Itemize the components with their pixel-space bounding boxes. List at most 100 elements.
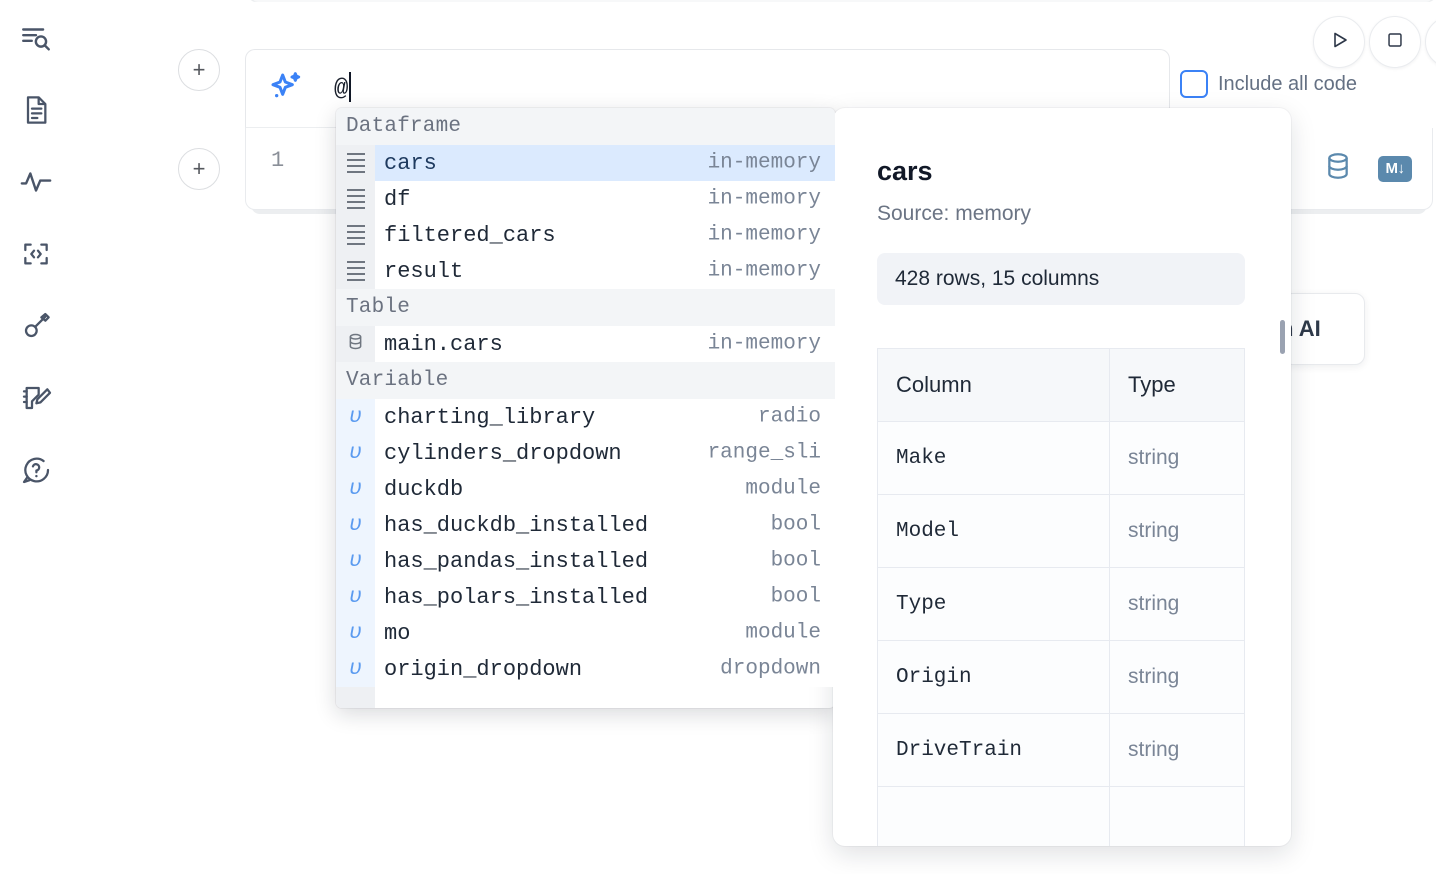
ai-prompt-value: @ [334,76,349,103]
preview-scrollbar-thumb[interactable] [1280,320,1285,354]
add-cell-button-top[interactable]: + [178,49,220,91]
autocomplete-item-type: module [745,477,821,501]
sidebar-item-file-explorer[interactable] [14,16,58,60]
autocomplete-item-type: in-memory [707,151,821,175]
preview-shape-badge: 428 rows, 15 columns [877,253,1245,305]
cell-column-name: Make [877,421,1110,495]
autocomplete-item-type: bool [770,513,821,537]
autocomplete-item-name: df [384,186,411,212]
include-all-code-row[interactable]: Include all code [1180,70,1357,98]
dataframe-icon [346,260,365,282]
autocomplete-item-name: result [384,258,464,284]
cell-column-name: Type [877,567,1110,641]
header-type: Type [1109,348,1245,422]
autocomplete-group-header: Dataframe [336,108,835,145]
sidebar-item-snippets[interactable] [14,232,58,276]
dataframe-icon [346,152,365,174]
autocomplete-group-header: Variable [336,362,835,399]
autocomplete-item-icon: υ [336,399,375,435]
autocomplete-item-name: duckdb [384,476,464,502]
autocomplete-item-type: in-memory [707,223,821,247]
run-cell-button[interactable] [1313,16,1365,68]
sidebar-item-help[interactable] [14,448,58,492]
cell-column-name: Model [877,494,1110,568]
database-icon[interactable] [1322,150,1354,187]
table-header-row: Column Type [877,348,1245,422]
document-outline-icon [20,94,52,126]
autocomplete-item-type: bool [770,549,821,573]
sidebar-item-secrets[interactable] [14,304,58,348]
generate-with-ai-card[interactable]: h AI [1283,293,1365,365]
dataframe-icon [346,224,365,246]
autocomplete-item-type: in-memory [707,259,821,283]
variable-icon: υ [349,585,362,609]
autocomplete-item-icon [336,217,375,253]
autocomplete-item-icon: υ [336,615,375,651]
cell-column-type: string [1109,713,1245,787]
play-icon [1327,28,1351,57]
cell-column-type: string [1109,421,1245,495]
cell-column-type: string [1109,494,1245,568]
autocomplete-item-type: in-memory [707,332,821,356]
autocomplete-item-name: has_pandas_installed [384,548,649,574]
preview-title: cars [877,156,933,186]
include-all-code-label: Include all code [1218,72,1357,95]
sidebar-rail [0,0,72,874]
autocomplete-item[interactable]: υ has_duckdb_installed bool [336,507,835,543]
table-row-partial [877,786,1245,846]
autocomplete-item-name: origin_dropdown [384,656,583,682]
cell-column-type: string [1109,567,1245,641]
autocomplete-item-name: has_duckdb_installed [384,512,649,538]
autocomplete-item-type: in-memory [707,187,821,211]
cell-column-name: Origin [877,640,1110,714]
cell-column-name [877,786,1110,846]
header-column: Column [877,348,1110,422]
add-cell-button-bottom[interactable]: + [178,148,220,190]
autocomplete-item[interactable]: result in-memory [336,253,835,289]
autocomplete-item[interactable]: df in-memory [336,181,835,217]
autocomplete-item-type: module [745,621,821,645]
text-caret [349,72,352,102]
snippets-icon [20,238,52,270]
cell-icon-group: M↓ [1322,150,1412,187]
autocomplete-group-header: Table [336,289,835,326]
stop-cell-button[interactable] [1369,16,1421,68]
autocomplete-item-name: mo [384,620,411,646]
markdown-badge-icon[interactable]: M↓ [1378,155,1412,182]
autocomplete-item-icon: υ [336,507,375,543]
previous-cell-stub-inner [252,0,1432,2]
autocomplete-item-type: radio [757,405,821,429]
more-options-button[interactable] [1425,16,1436,68]
variable-icon: υ [349,477,362,501]
ai-prompt-input[interactable]: @ [334,72,352,103]
autocomplete-item-name: cylinders_dropdown [384,440,622,466]
sidebar-item-outline[interactable] [14,88,58,132]
line-number: 1 [271,148,285,173]
sidebar-item-scratchpad[interactable] [14,376,58,420]
sparkle-icon [266,68,306,108]
sidebar-item-dependencies[interactable] [14,160,58,204]
include-all-code-checkbox[interactable] [1180,70,1208,98]
secrets-key-icon [20,310,52,342]
autocomplete-item-icon [336,145,375,181]
autocomplete-item-icon: υ [336,651,375,687]
scratchpad-icon [20,382,52,414]
